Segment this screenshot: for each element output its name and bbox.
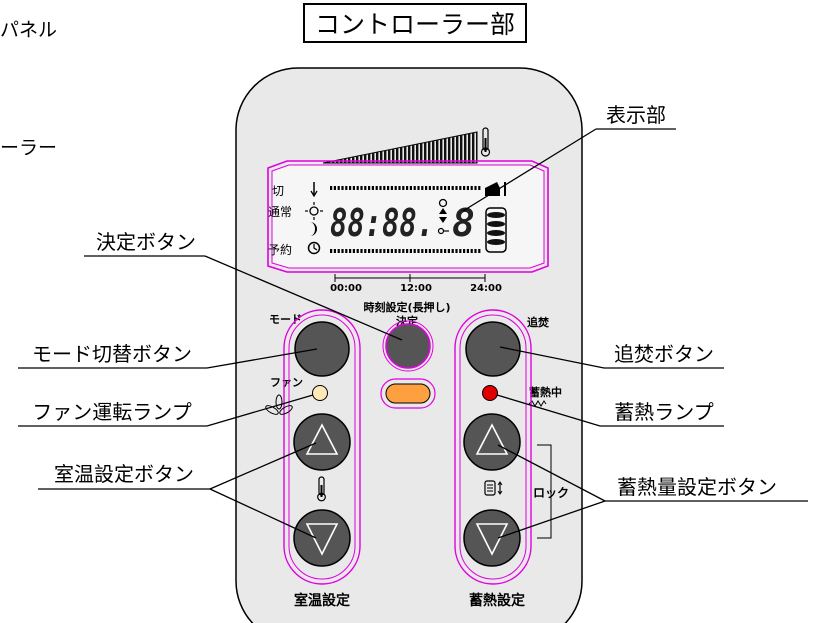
down-arrow-icon [310,182,318,198]
svg-text:室温設定ボタン: 室温設定ボタン [54,462,194,486]
lcd-digits: 88:88. [330,201,434,245]
label-boost: 追焚 [527,315,549,329]
callout-mode-button: モード切替ボタン [18,342,318,369]
storage-lamp [482,385,498,401]
callout-room-temp-buttons: 室温設定ボタン [38,442,317,539]
svg-text:決定ボタン: 決定ボタン [96,230,196,254]
label-storage-group: 蓄熱設定 [469,592,525,609]
lock-bracket [537,444,552,539]
down-triangle-icon [305,523,339,556]
page-title: コントローラー部 [315,10,515,39]
time-tick-2: 24:00 [470,283,502,294]
boost-button[interactable] [465,321,521,377]
title-box [303,3,527,43]
mode-button[interactable] [294,321,350,377]
confirm-button[interactable] [385,323,431,369]
svg-text:表示部: 表示部 [606,103,666,127]
confirm-button-ring [382,320,434,372]
label-storing: 蓄熱中 [529,385,562,399]
lcd-display [267,160,549,273]
room-temp-up-button[interactable] [293,413,351,471]
storage-group-outline [454,309,532,585]
storage-level-icon [485,207,507,253]
sun-icon [305,202,323,220]
thermometer-icon-small [317,476,326,502]
callout-confirm-button: 決定ボタン [84,230,403,341]
callout-fan-lamp: ファン運転ランプ [18,394,314,427]
callout-storage-lamp: 蓄熱ランプ [496,394,724,427]
clock-icon [307,241,321,255]
lcd-indicator-icons [437,198,449,235]
time-tick-0: 00:00 [330,283,362,294]
svg-text:ファン運転ランプ: ファン運転ランプ [32,400,191,424]
lcd-label-normal: 通常 [268,205,292,219]
house-icon [485,182,500,196]
label-room-temp-group: 室温設定 [294,592,350,609]
time-tick-1: 12:00 [400,283,432,294]
room-temp-group-outline [283,309,361,585]
label-fan: ファン [270,376,303,389]
moon-icon [310,222,317,236]
room-temp-down-button[interactable] [293,509,351,567]
svg-text:モード切替ボタン: モード切替ボタン [32,342,192,366]
header-fragment-controller: ーラー [0,137,57,159]
svg-text:蓄熱ランプ: 蓄熱ランプ [614,400,713,424]
svg-text:追焚ボタン: 追焚ボタン [614,342,714,366]
confirm-lamp-ring [380,378,436,409]
temperature-gauge [322,131,478,164]
fan-icon [265,394,293,415]
up-triangle-icon [305,423,339,455]
callout-storage-amount-buttons: 蓄熱量設定ボタン [497,444,808,539]
svg-text:蓄熱量設定ボタン: 蓄熱量設定ボタン [617,475,777,499]
storage-amount-up-button[interactable] [463,413,521,471]
down-triangle-icon [475,523,509,556]
storage-tank-icon [484,480,503,496]
heater-coil-icon [528,400,547,407]
thermometer-icon [480,127,491,157]
lcd-digit-right: 8 [452,201,475,245]
callout-display: 表示部 [462,103,676,212]
lcd-label-reserve: 予約 [268,242,292,257]
room-temp-group-outline-inner [288,314,356,580]
storage-group-outline-inner [459,314,527,580]
header-fragment-panel: パネル [0,19,57,41]
fan-lamp [312,385,328,401]
label-time-set: 時刻設定(長押し) [363,300,450,314]
up-triangle-icon [475,423,509,455]
confirm-lamp [385,383,431,404]
storage-amount-down-button[interactable] [463,509,521,567]
callout-boost-button: 追焚ボタン [499,342,724,369]
lcd-label-off: 切 [272,184,284,198]
